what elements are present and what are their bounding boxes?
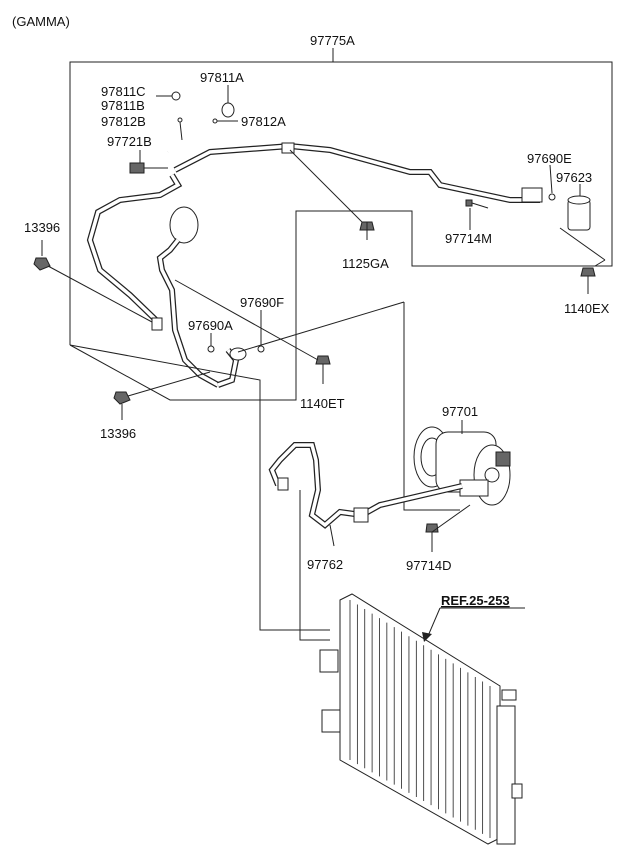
- callout-97812B: 97812B: [101, 114, 146, 129]
- suction-hose-assembly: [167, 126, 543, 203]
- callout-97811C: 97811C: [101, 84, 146, 99]
- bolt-ga-icon: [359, 221, 375, 240]
- pressure-switch-icon: [129, 162, 168, 174]
- nut-upper-icon: [33, 257, 51, 271]
- callout-97811B: 97811B: [101, 98, 145, 113]
- service-cap-icon: [171, 91, 181, 101]
- bolt-ex-icon: [580, 267, 596, 277]
- receiver-drier-icon: [567, 195, 591, 231]
- nut-lower-icon: [113, 391, 131, 405]
- callout-97775A: 97775A: [310, 33, 355, 48]
- valve-core-icon: [177, 117, 183, 123]
- discharge-hose: [268, 442, 463, 529]
- callout-97721B: 97721B: [107, 134, 152, 149]
- callout-1125GA: 1125GA: [342, 256, 389, 271]
- callout-97701: 97701: [442, 404, 478, 419]
- callout-97623: 97623: [556, 170, 592, 185]
- o-ring-a-icon: [207, 345, 215, 353]
- o-ring-e-icon: [548, 193, 556, 201]
- arrow-icon: [422, 632, 432, 642]
- callout-97812A: 97812A: [241, 114, 286, 129]
- bolt-d-icon: [425, 504, 471, 533]
- callout-97714D: 97714D: [406, 558, 452, 573]
- valve-core-a-icon: [212, 118, 218, 124]
- callout-13396-lower: 13396: [100, 426, 136, 441]
- callout-1140ET: 1140ET: [300, 396, 345, 411]
- cap-icon: [221, 102, 235, 118]
- condenser-icon: [319, 593, 523, 845]
- callout-97690E: 97690E: [527, 151, 572, 166]
- bolt-et-icon: [315, 355, 331, 384]
- assembly-bracket: [69, 48, 613, 401]
- callout-97762: 97762: [307, 557, 343, 572]
- callout-97714M: 97714M: [445, 231, 492, 246]
- callout-97811A: 97811A: [200, 70, 244, 85]
- callout-97690A: 97690A: [188, 318, 233, 333]
- callout-97690F: 97690F: [240, 295, 284, 310]
- compressor-icon: [413, 426, 511, 506]
- variant-label: (GAMMA): [12, 14, 70, 29]
- o-ring-f-icon: [257, 345, 265, 353]
- ref-label: REF.25-253: [441, 593, 510, 608]
- callout-1140EX: 1140EX: [564, 301, 610, 316]
- bolt-m-icon: [465, 199, 489, 209]
- callout-13396-upper: 13396: [24, 220, 60, 235]
